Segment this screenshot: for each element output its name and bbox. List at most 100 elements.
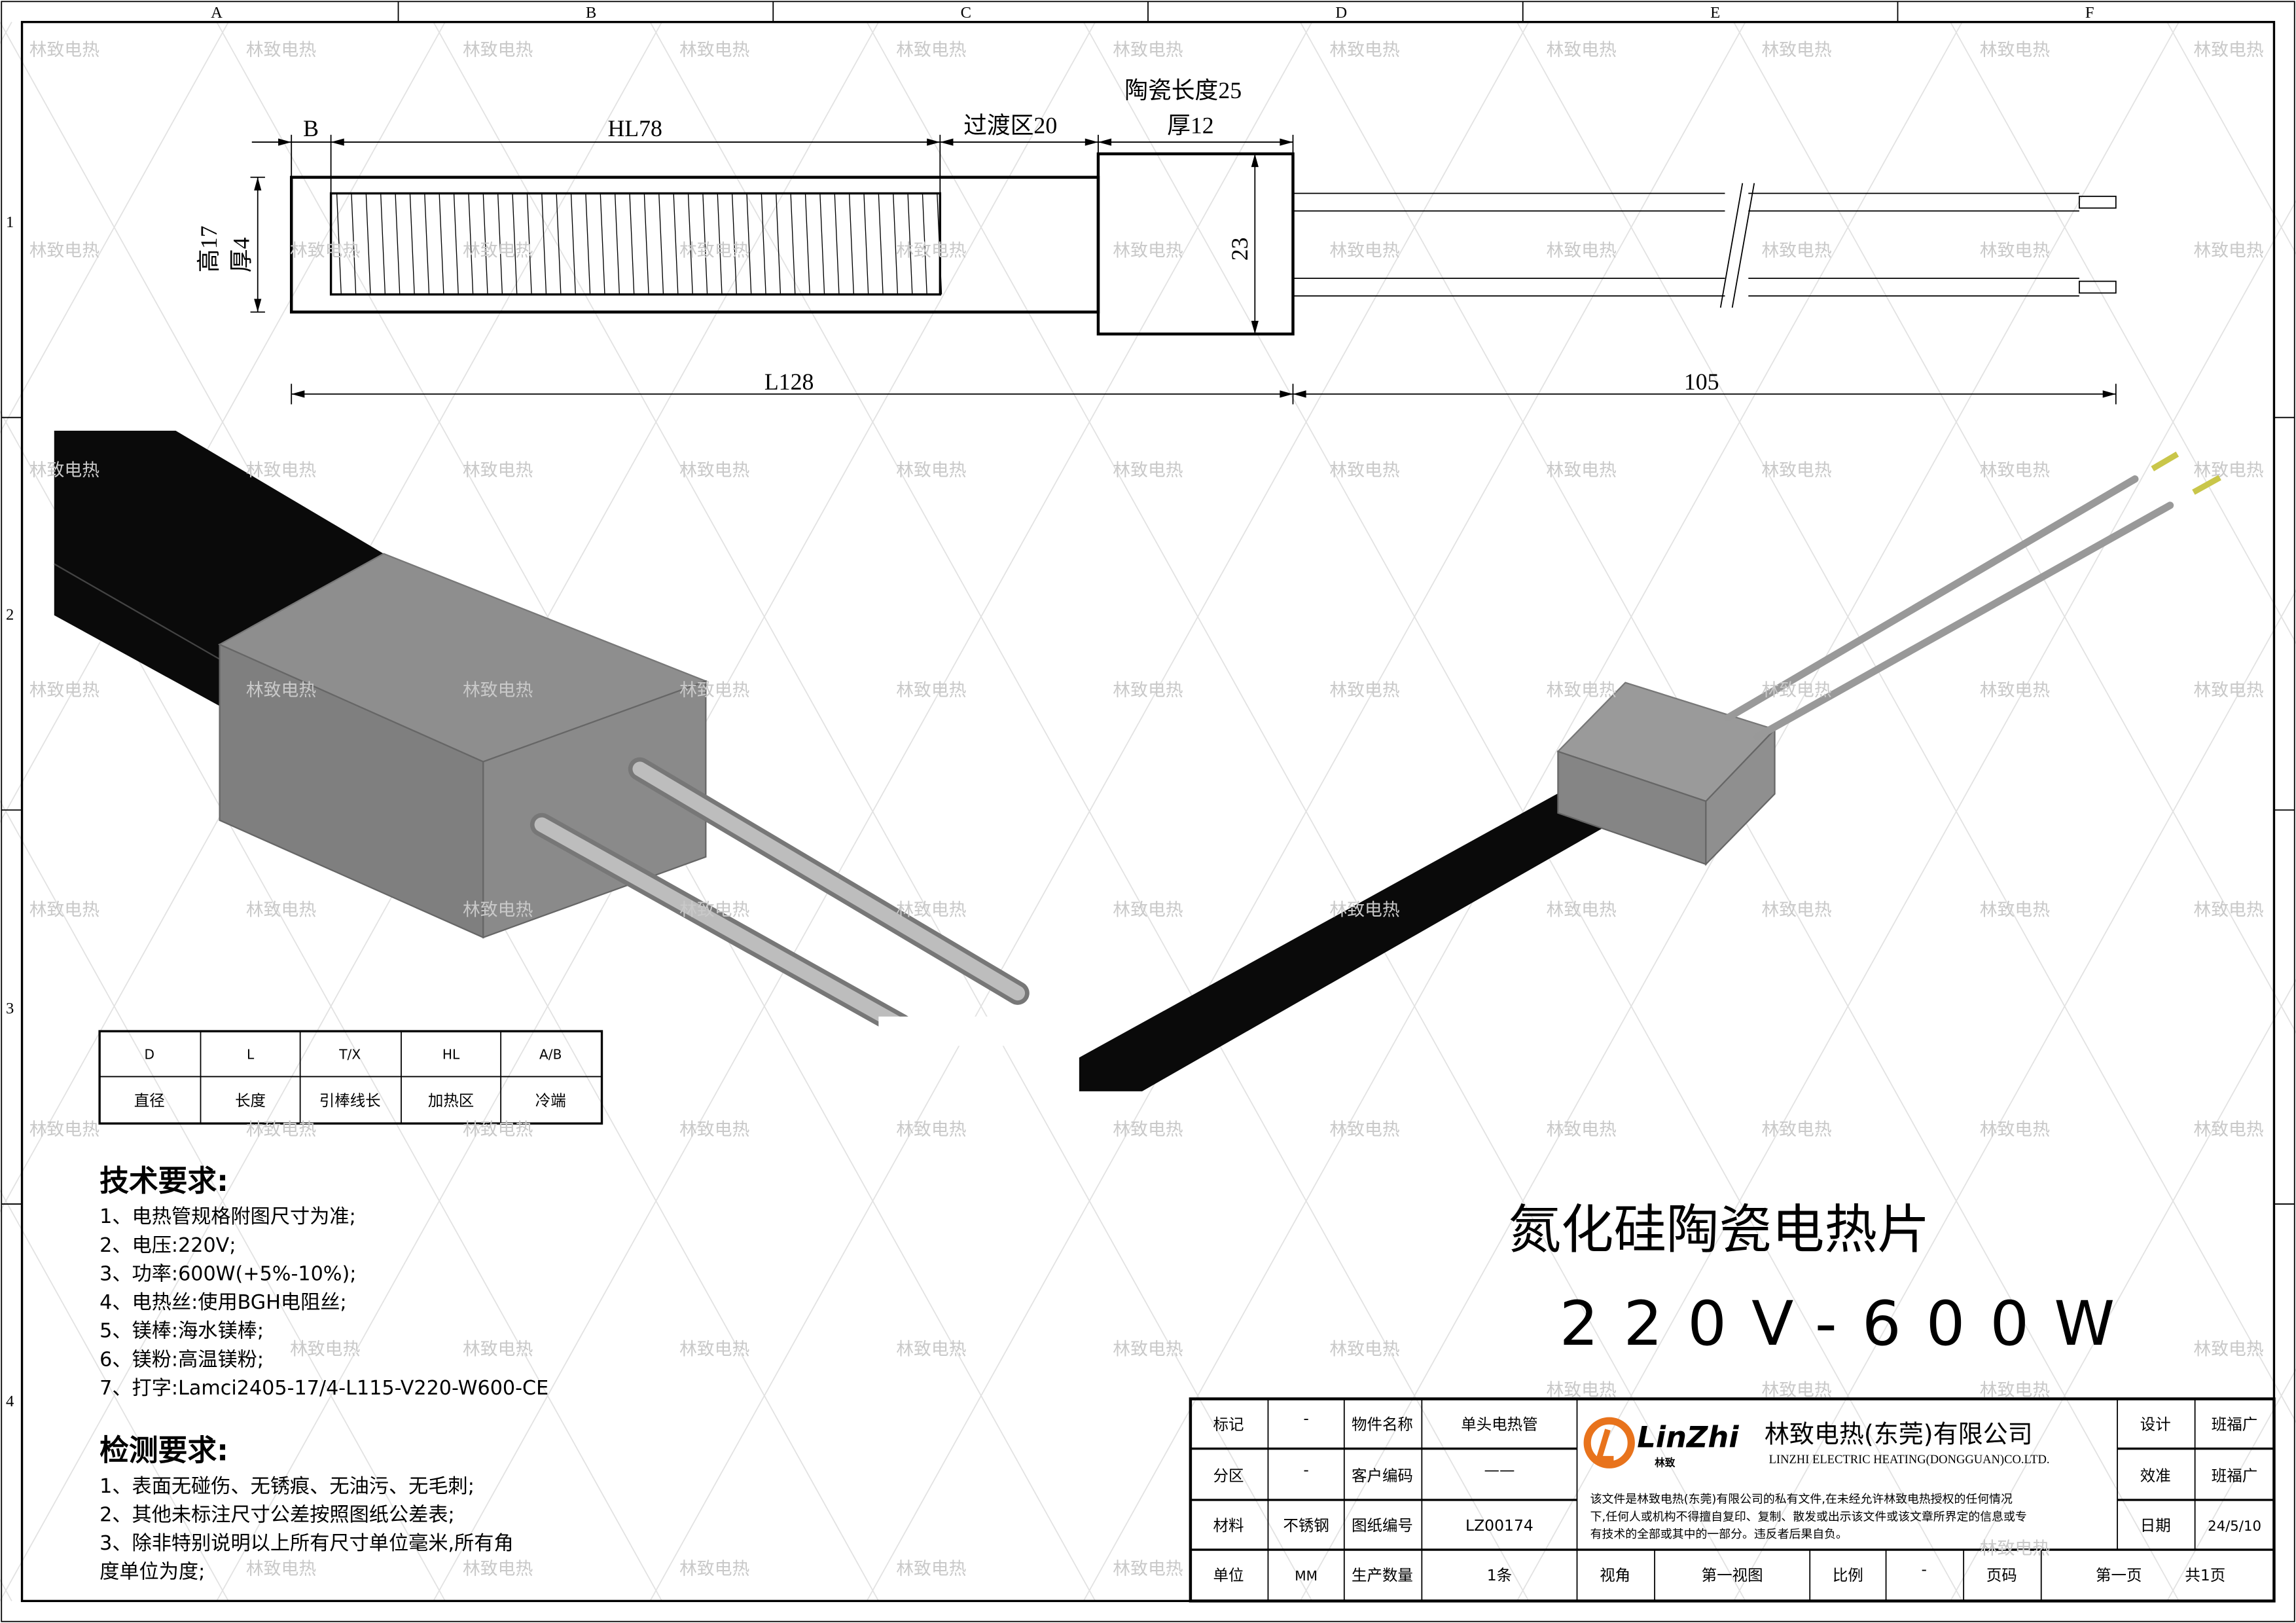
watermark-text: 林致电热 xyxy=(679,241,749,261)
watermark-text: 林致电热 xyxy=(1329,1340,1399,1360)
legend-meaning: 长度 xyxy=(235,1091,266,1110)
dim-b-label: B xyxy=(303,115,319,141)
column-label: B xyxy=(586,4,596,22)
watermark-text: 林致电热 xyxy=(1113,680,1183,701)
mark-label: 标记 xyxy=(1213,1415,1244,1434)
watermark-text: 林致电热 xyxy=(679,900,749,920)
watermark-text: 林致电热 xyxy=(2193,40,2263,60)
watermark-text: 林致电热 xyxy=(1329,241,1399,261)
heating-zone-hatch xyxy=(336,193,942,295)
watermark-text: 林致电热 xyxy=(246,680,316,701)
date-value: 24/5/10 xyxy=(2208,1518,2261,1535)
page-total: 共1页 xyxy=(2185,1566,2225,1584)
watermark-text: 林致电热 xyxy=(1761,680,1831,701)
watermark-text: 林致电热 xyxy=(246,40,316,60)
company-logo: LinZhi 林致 xyxy=(1583,1417,1739,1469)
zone-value: - xyxy=(1303,1461,1308,1479)
tech-requirement-item: 1、电热管规格附图尺寸为准; xyxy=(99,1205,356,1228)
material-value: 不锈钢 xyxy=(1283,1516,1329,1535)
watermark-text: 林致电热 xyxy=(463,241,533,261)
customer-code-value: —— xyxy=(1484,1461,1515,1479)
tech-requirements-title: 技术要求: xyxy=(99,1163,228,1198)
watermark-text: 林致电热 xyxy=(1547,1120,1617,1140)
dim-transition-label: 过渡区20 xyxy=(963,113,1057,139)
column-label: E xyxy=(1710,4,1720,22)
scale-label: 比例 xyxy=(1833,1566,1863,1584)
lead-wires xyxy=(1293,175,2117,316)
watermark-text: 林致电热 xyxy=(896,241,966,261)
dimension-lines xyxy=(250,134,2117,405)
page-label: 页码 xyxy=(1986,1566,2017,1584)
view-value: 第一视图 xyxy=(1702,1566,1763,1584)
dim-lead-length-label: 105 xyxy=(1684,369,1719,395)
watermark-text: 林致电热 xyxy=(896,460,966,481)
watermark-text: 林致电热 xyxy=(679,460,749,481)
watermark-text: 林致电热 xyxy=(1329,40,1399,60)
legend-code: L xyxy=(247,1047,255,1063)
zone-label: 分区 xyxy=(1213,1467,1244,1485)
notice-line: 有技术的全部或其中的一部分。违反者后果自负。 xyxy=(1590,1527,1848,1541)
column-label: F xyxy=(2085,4,2094,22)
watermark-text: 林致电热 xyxy=(1761,40,1831,60)
dimensioned-top-view: B HL78 过渡区20 陶瓷长度25 厚12 L128 105 23 高17 … xyxy=(196,77,2117,405)
watermark-text: 林致电热 xyxy=(1547,460,1617,481)
background-pattern xyxy=(0,22,2296,1601)
legend-meaning: 加热区 xyxy=(428,1091,474,1110)
unit-value: MM xyxy=(1295,1568,1318,1584)
watermark-text: 林致电热 xyxy=(2193,1120,2263,1140)
watermark-text: 林致电热 xyxy=(896,1559,966,1579)
watermark-text: 林致电热 xyxy=(1980,900,2050,920)
legend-code: A/B xyxy=(539,1047,562,1063)
watermark-text: 林致电热 xyxy=(463,1559,533,1579)
notice-line: 下,任何人或机构不得擅自复印、复制、散发或出示该文件或该文章所界定的信息或专 xyxy=(1590,1510,2027,1523)
inspection-requirements: 检测要求: 1、表面无碰伤、无锈痕、无油污、无毛刺;2、其他未标注尺寸公差按照图… xyxy=(99,1433,514,1584)
dim-thickness-label: 厚4 xyxy=(228,237,254,272)
watermark-text: 林致电热 xyxy=(290,241,360,261)
watermark-text: 林致电热 xyxy=(679,680,749,701)
inspection-requirement-item: 2、其他未标注尺寸公差按照图纸公差表; xyxy=(99,1503,455,1526)
product-spec: 220V-600W xyxy=(1560,1288,2140,1360)
watermark-text: 林致电热 xyxy=(463,40,533,60)
watermark-text: 林致电热 xyxy=(1113,460,1183,481)
row-label: 3 xyxy=(6,1000,14,1017)
customer-code-label: 客户编码 xyxy=(1352,1467,1413,1485)
watermark-text: 林致电热 xyxy=(896,900,966,920)
tech-requirements: 技术要求: 1、电热管规格附图尺寸为准;2、电压:220V;3、功率:600W(… xyxy=(99,1163,548,1400)
logo-sub: 林致 xyxy=(1655,1457,1676,1469)
product-name: 氮化硅陶瓷电热片 xyxy=(1508,1199,1929,1260)
isometric-overview xyxy=(1079,451,2221,1091)
watermark-text: 林致电热 xyxy=(679,1120,749,1140)
watermark-text: 林致电热 xyxy=(1761,900,1831,920)
watermark-text: 林致电热 xyxy=(896,680,966,701)
inspection-requirement-item: 3、除非特别说明以上所有尺寸单位毫米,所有角 xyxy=(99,1532,514,1555)
watermark-text: 林致电热 xyxy=(2193,1340,2263,1360)
heating-zone-outline xyxy=(329,192,941,296)
notice-line: 该文件是林致电热(东莞)有限公司的私有文件,在未经允许林致电热授权的任何情况 xyxy=(1590,1492,2013,1506)
watermark-text: 林致电热 xyxy=(290,1340,360,1360)
watermark-text: 林致电热 xyxy=(29,1120,99,1140)
watermark-text: 林致电热 xyxy=(463,680,533,701)
watermark-text: 林致电热 xyxy=(1547,900,1617,920)
watermark-text: 林致电热 xyxy=(2193,241,2263,261)
watermark-text: 林致电热 xyxy=(1113,900,1183,920)
design-label: 设计 xyxy=(2140,1415,2171,1434)
check-value: 班福广 xyxy=(2212,1467,2257,1485)
watermark-text: 林致电热 xyxy=(1329,900,1399,920)
watermark-text: 林致电热 xyxy=(896,40,966,60)
watermark-text: 林致电热 xyxy=(29,241,99,261)
dim-block-height-label: 23 xyxy=(1227,238,1253,261)
watermark-text: 林致电热 xyxy=(1761,460,1831,481)
watermark-text: 林致电热 xyxy=(29,40,99,60)
watermark-text: 林致电热 xyxy=(1980,40,2050,60)
watermark-text: 林致电热 xyxy=(1113,1559,1183,1579)
dim-height-label: 高17 xyxy=(196,226,222,273)
mark-value: - xyxy=(1303,1410,1308,1428)
tech-requirement-item: 3、功率:600W(+5%-10%); xyxy=(99,1262,356,1285)
column-label: D xyxy=(1335,4,1347,22)
watermark-text: 林致电热 xyxy=(1547,1380,1617,1400)
watermark-text: 林致电热 xyxy=(1113,1120,1183,1140)
unit-label: 单位 xyxy=(1213,1566,1244,1584)
watermark-text: 林致电热 xyxy=(1980,1120,2050,1140)
